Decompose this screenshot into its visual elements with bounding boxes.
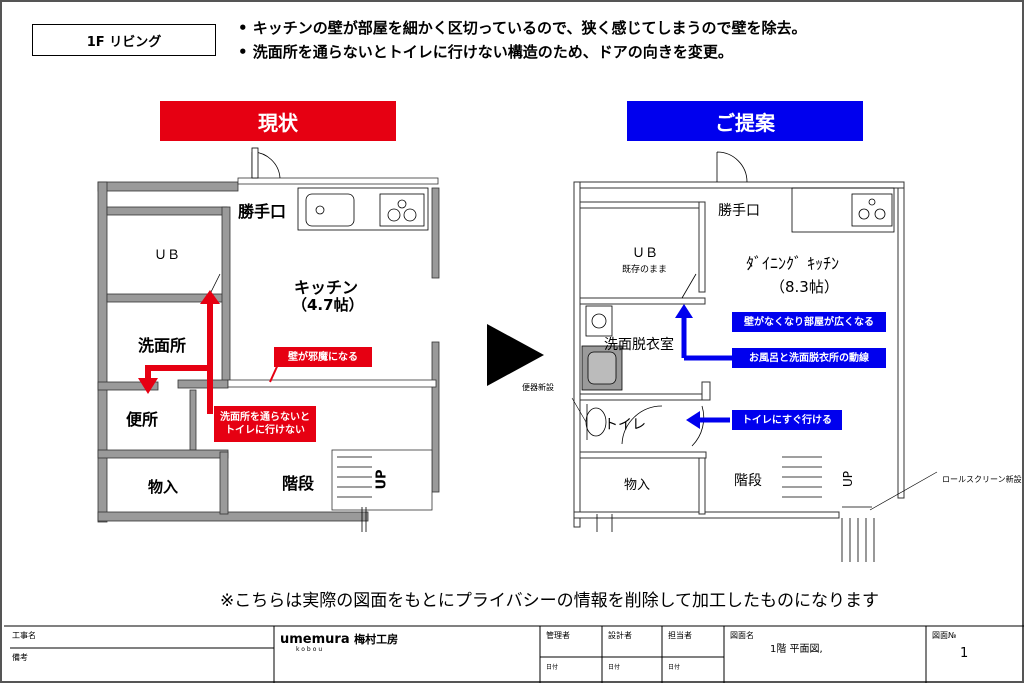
tb-brand-logo: umemura 梅村工房: [280, 631, 398, 647]
proposal-benki-label: 便器新設: [522, 383, 554, 392]
proposal-tag-wide: 壁がなくなり部屋が広くなる: [732, 312, 886, 332]
current-mono-label: 物入: [148, 478, 179, 496]
proposal-katteguchi-label: 勝手口: [718, 203, 760, 219]
proposal-tag-route: お風呂と洗面脱衣所の動線: [732, 348, 886, 368]
proposal-ub-label: ＵＢ: [632, 246, 659, 261]
tb-hizuke-2: 日付: [608, 664, 621, 671]
title-block-grid: [4, 625, 1024, 683]
proposal-header: ご提案: [627, 101, 863, 141]
current-up-label: UP: [374, 469, 390, 490]
proposal-datsui-label: 洗面脱衣室: [604, 337, 674, 353]
current-arrows: [138, 290, 281, 414]
bullet-item-1: • キッチンの壁が部屋を細かく区切っているので、狭く感じてしまうので壁を除去。: [238, 19, 807, 37]
proposal-roll-label: ロールスクリーン新設: [942, 475, 1022, 484]
proposal-up-label: UP: [841, 470, 856, 488]
proposal-kaidan-label: 階段: [734, 473, 762, 489]
current-senmen-label: 洗面所: [138, 336, 187, 355]
tb-zumen-no-value: 1: [960, 646, 969, 661]
tb-zumen-no: 図面№: [932, 631, 957, 640]
arrow-triangle-icon: [487, 324, 544, 386]
tb-koji: 工事名: [12, 631, 36, 640]
page-title: 1F リビング: [32, 24, 216, 56]
bullet-list: • キッチンの壁が部屋を細かく区切っているので、狭く感じてしまうので壁を除去。 …: [238, 16, 806, 64]
proposal-fixtures: [571, 151, 938, 562]
current-plan: [97, 177, 440, 523]
proposal-dk-size: （8.3帖）: [770, 278, 839, 296]
tb-hizuke-1: 日付: [546, 664, 559, 671]
proposal-dk-label: ﾀﾞｲﾆﾝｸﾞ ｷｯﾁﾝ: [746, 254, 840, 273]
proposal-tag-toilet: トイレにすぐ行ける: [732, 410, 842, 430]
tb-brand-sub: kobou: [296, 646, 325, 653]
tb-zumen-value: 1階 平面図,: [770, 644, 823, 655]
current-kaidan-label: 階段: [282, 474, 315, 493]
tb-biko: 備考: [12, 653, 28, 662]
bullet-item-2: • 洗面所を通らないとトイレに行けない構造のため、ドアの向きを変更。: [238, 43, 733, 61]
current-katteguchi-label: 勝手口: [238, 202, 287, 221]
current-tag-toilet-line2: トイレに行けない: [225, 425, 305, 436]
tb-brand: umemura: [280, 632, 350, 647]
tb-brand-jp: 梅村工房: [354, 633, 399, 646]
current-tag-toilet-line1: 洗面所を通らないと: [220, 412, 310, 423]
disclaimer-note: ※こちらは実際の図面をもとにプライバシーの情報を削除して加工したものになります: [220, 591, 880, 611]
current-tag-toilet: 洗面所を通らないと トイレに行けない: [214, 406, 316, 442]
proposal-toilet-label: トイレ: [604, 417, 646, 433]
current-header: 現状: [160, 101, 396, 141]
tb-tanto: 担当者: [668, 631, 692, 640]
tb-zumen-mei: 図面名: [730, 631, 754, 640]
tb-hizuke-3: 日付: [668, 664, 681, 671]
proposal-mono-label: 物入: [624, 478, 651, 493]
current-tag-wall: 壁が邪魔になる: [274, 347, 372, 367]
current-kitchen-size: （4.7帖）: [292, 296, 364, 314]
tb-sekkei: 設計者: [608, 631, 632, 640]
current-fixtures: [207, 147, 429, 532]
current-kitchen-label: キッチン: [294, 278, 359, 297]
current-ub-label: ＵＢ: [154, 248, 181, 263]
tb-kanri: 管理者: [546, 631, 570, 640]
proposal-ub-sub: 既存のまま: [622, 265, 668, 275]
proposal-plan: [573, 181, 905, 528]
proposal-arrows: [675, 304, 734, 429]
current-benjo-label: 便所: [126, 410, 159, 429]
